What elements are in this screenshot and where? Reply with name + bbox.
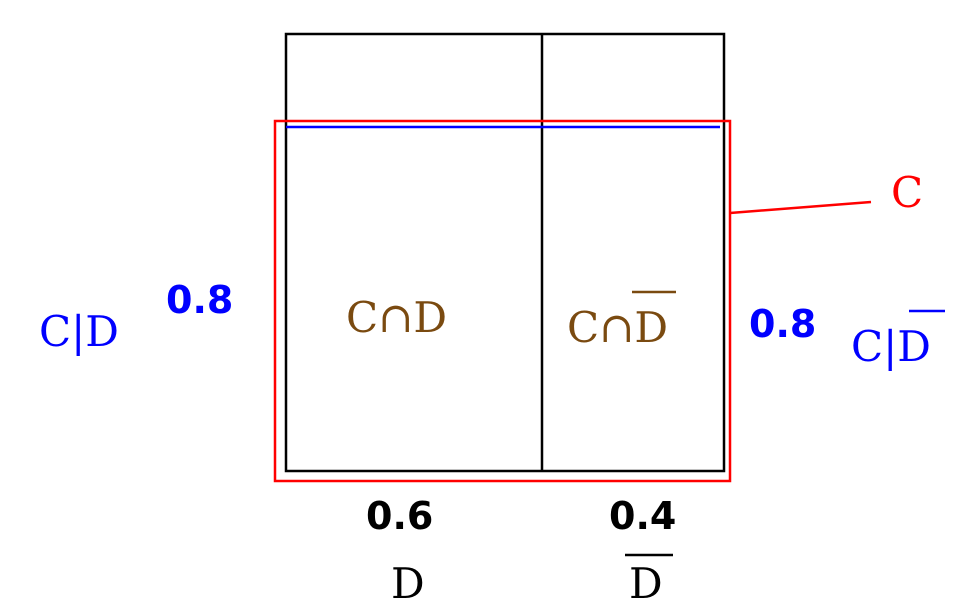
sample-space-square: [284, 32, 726, 473]
d-value: 0.6: [366, 494, 433, 538]
c-given-not-d-value: 0.8: [749, 302, 816, 346]
c-and-not-d-var: D: [634, 303, 668, 352]
not-d-label: D: [629, 559, 663, 608]
c-given-d-value: 0.8: [166, 278, 233, 322]
c-given-d-base: C|: [39, 307, 85, 356]
c-given-not-d-var: D: [897, 322, 931, 371]
d-label: D: [391, 559, 425, 608]
c-given-d-var: D: [85, 307, 119, 356]
c-given-d-label: C|D: [39, 307, 119, 356]
c-and-not-d-base: C∩: [567, 303, 634, 352]
event-c-rect: [273, 119, 732, 483]
event-c-label: C: [891, 168, 923, 217]
c-given-not-d-label: C|D: [851, 322, 931, 371]
c-and-d-label: C∩D: [346, 293, 447, 342]
not-d-value: 0.4: [609, 494, 676, 538]
c-and-not-d-label: C∩D: [567, 303, 668, 352]
c-given-not-d-base: C|: [851, 322, 897, 371]
event-c-callout-line: [729, 200, 872, 215]
